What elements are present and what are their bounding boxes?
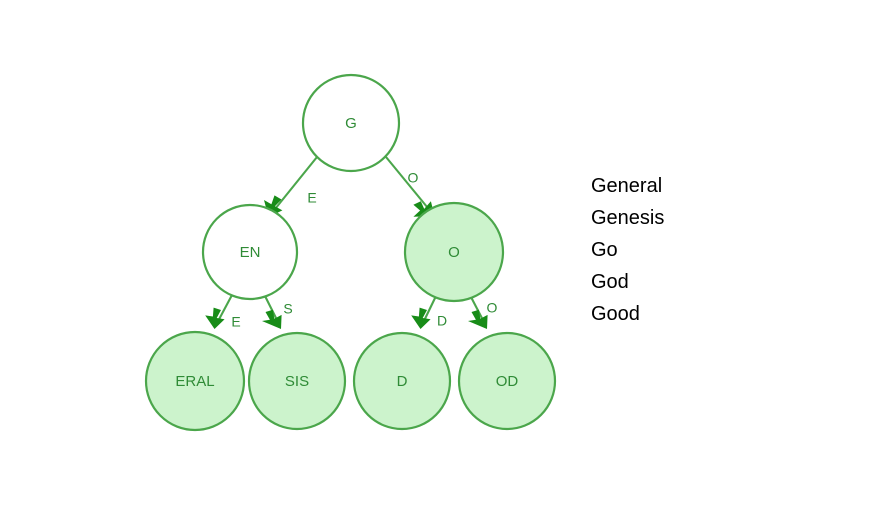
node-root[interactable]: G [301, 73, 401, 173]
edge-label-en-sis: S [283, 301, 292, 317]
edge-o-od[interactable]: O [468, 296, 498, 329]
edge-label-en-eral: E [231, 314, 240, 330]
edge-label-root-o: O [408, 170, 419, 186]
node-label-root: G [345, 115, 357, 132]
node-circle-sis [247, 331, 347, 431]
edge-o-d[interactable]: D [411, 295, 447, 329]
word-list-item: Go [591, 239, 618, 261]
node-circle-root [301, 73, 401, 173]
word-list: General Genesis Go God Good [591, 170, 851, 330]
edge-en-eral[interactable]: E [205, 294, 241, 330]
node-d[interactable]: D [352, 331, 452, 431]
node-od[interactable]: OD [457, 331, 557, 431]
node-circle-od [457, 331, 557, 431]
node-en[interactable]: EN [201, 203, 299, 301]
edge-root-o[interactable]: O [385, 156, 435, 217]
edge-line-root-o [385, 156, 433, 214]
node-label-sis: SIS [285, 373, 309, 390]
edge-label-o-od: O [487, 300, 498, 316]
edge-en-sis[interactable]: S [262, 295, 293, 329]
arrowhead-o-d [411, 307, 431, 329]
node-label-d: D [397, 373, 408, 390]
node-circle-d [352, 331, 452, 431]
word-list-item: General [591, 175, 663, 197]
word-list-item: God [591, 271, 629, 293]
edge-label-o-d: D [437, 313, 447, 329]
node-label-o: O [448, 244, 460, 261]
arrowhead-o-od [468, 309, 488, 329]
node-circle-o [403, 201, 505, 303]
word-list-item: Good [591, 303, 640, 325]
node-label-eral: ERAL [175, 373, 214, 390]
node-circle-en [201, 203, 299, 301]
edge-label-root-en: E [307, 190, 316, 206]
node-label-od: OD [496, 373, 519, 390]
edge-root-en[interactable]: E [264, 156, 318, 217]
node-circle-eral [144, 330, 246, 432]
edge-line-root-en [270, 156, 318, 215]
node-label-en: EN [240, 244, 261, 261]
word-list-item: Genesis [591, 207, 665, 229]
arrowhead-en-sis [262, 309, 282, 329]
arrowhead-en-eral [205, 307, 225, 329]
node-o[interactable]: O [403, 201, 505, 303]
node-group: G EN O ERAL SIS D [144, 73, 557, 432]
node-sis[interactable]: SIS [247, 331, 347, 431]
node-eral[interactable]: ERAL [144, 330, 246, 432]
